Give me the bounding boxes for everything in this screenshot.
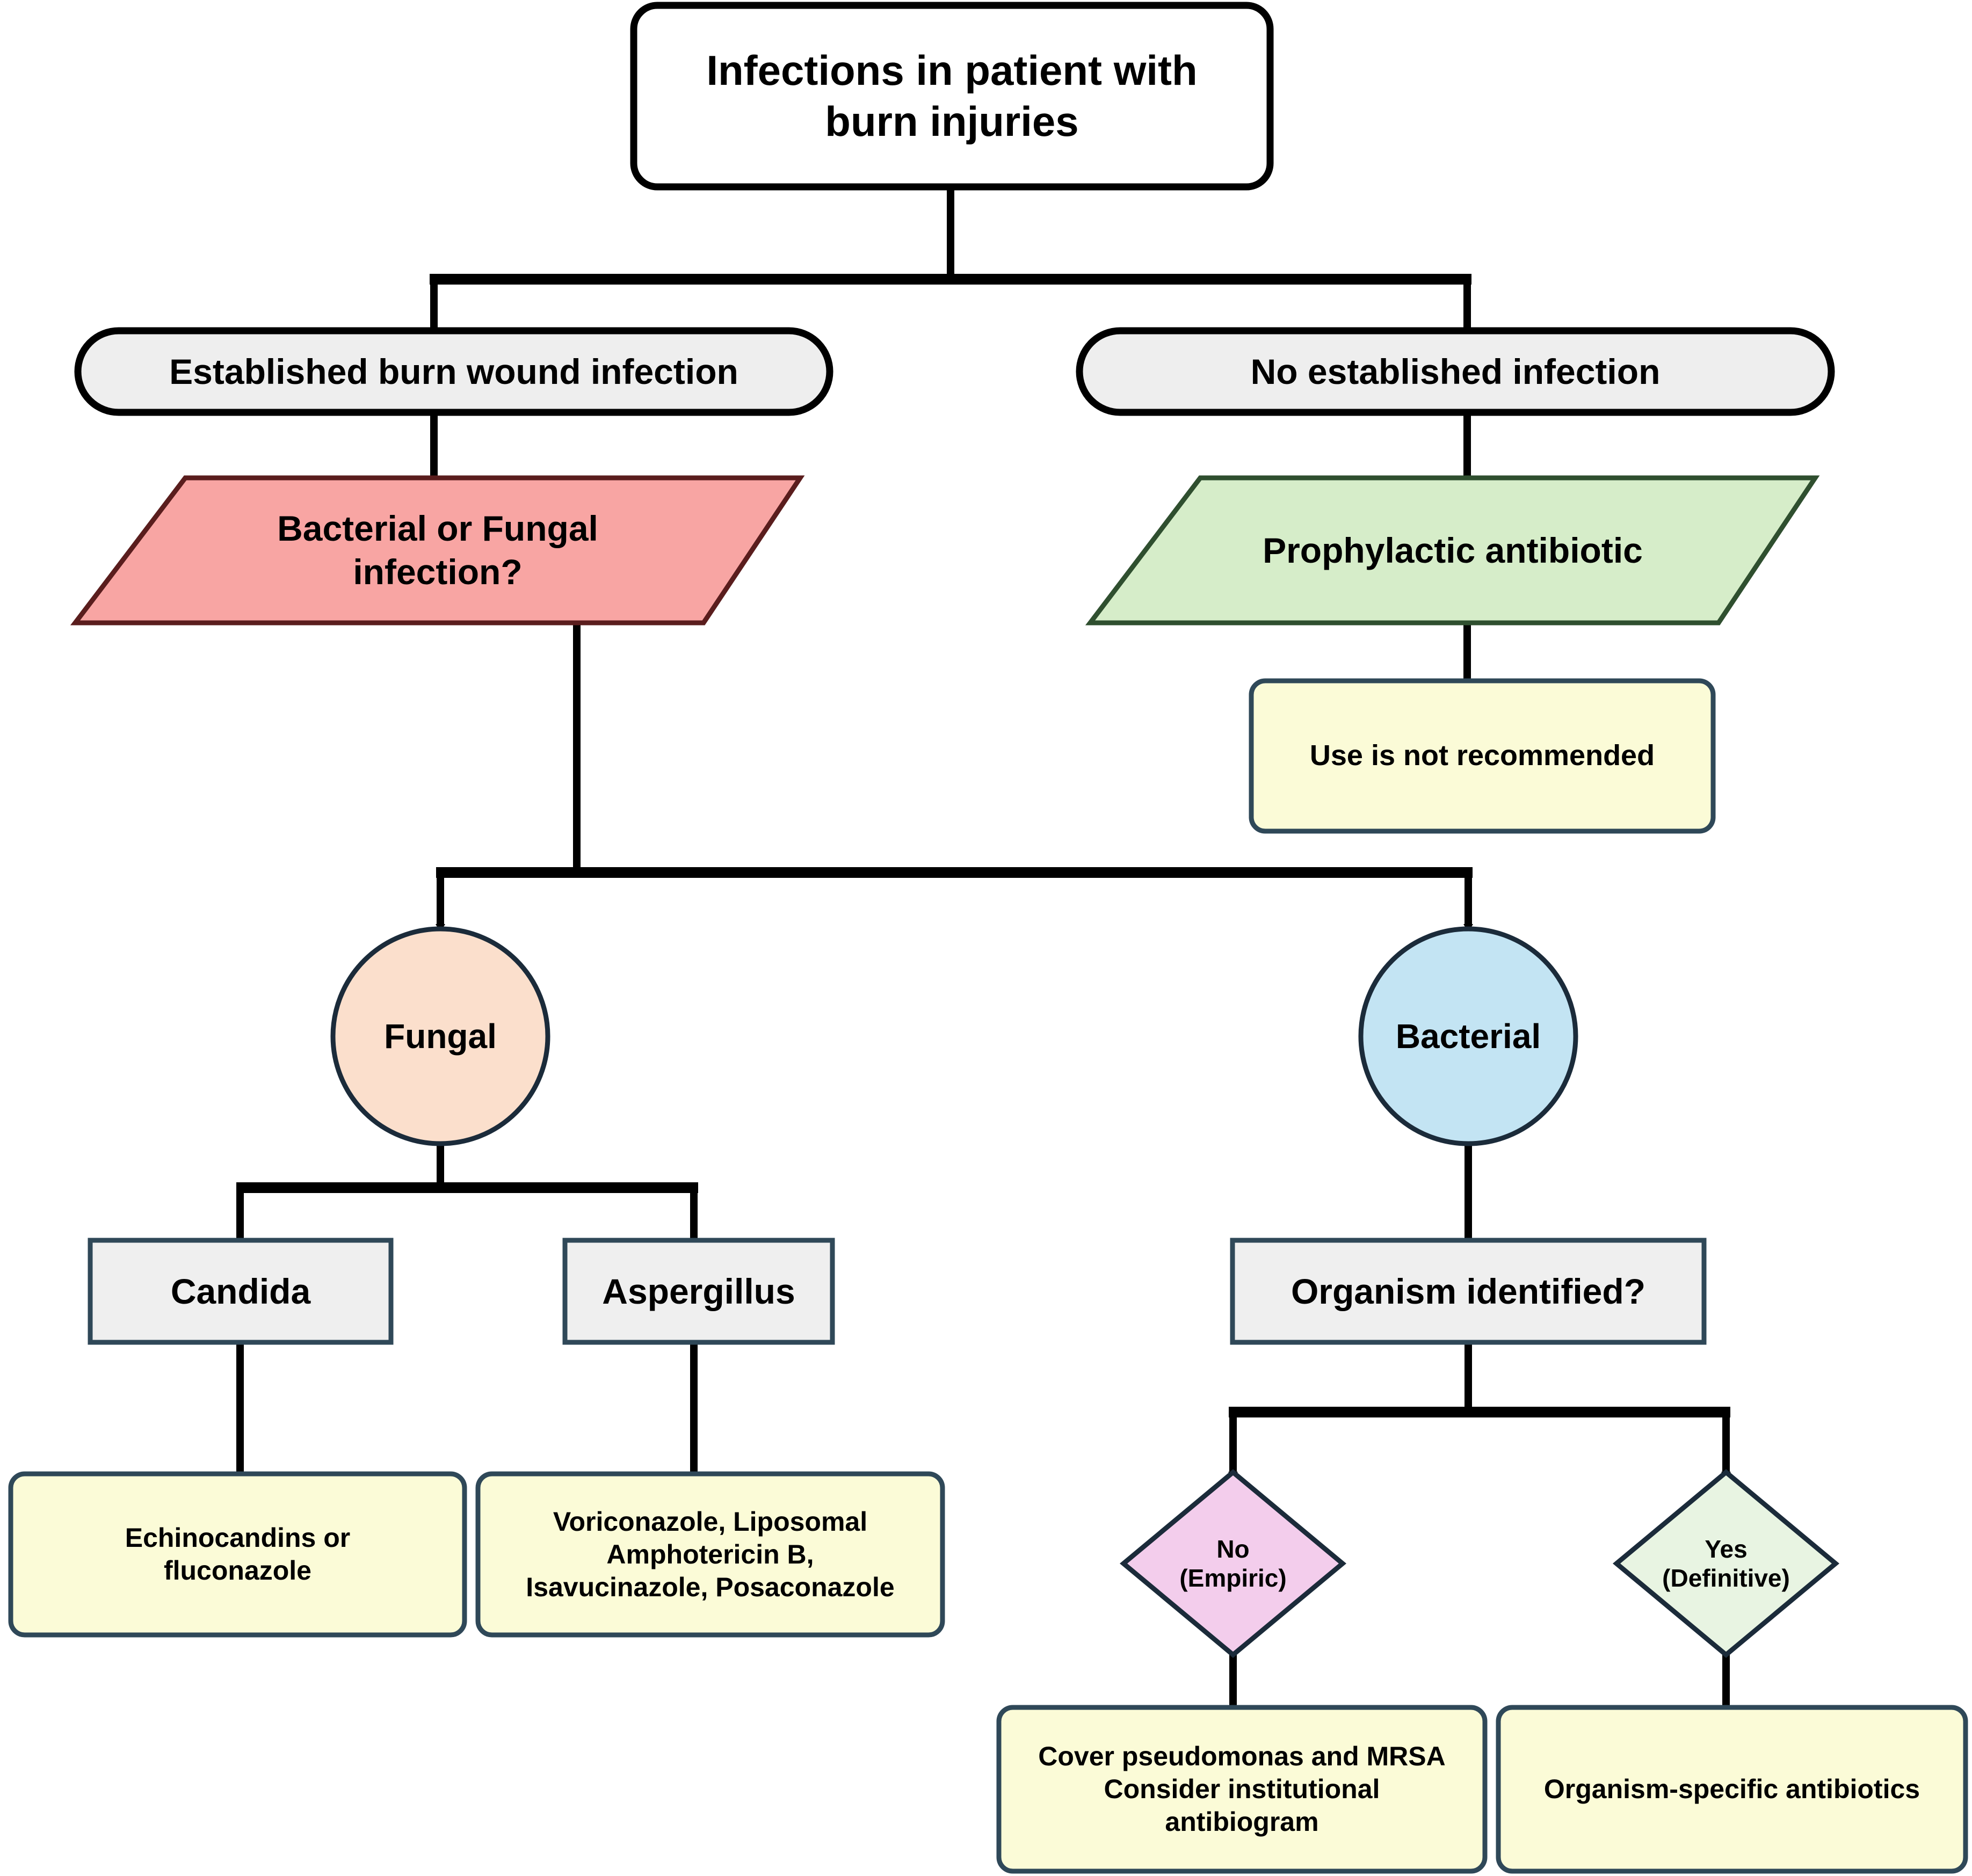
node-no-established-shape[interactable] (1076, 327, 1835, 416)
node-fungal-shape[interactable] (330, 926, 550, 1146)
node-yes-definitive-shape[interactable] (1612, 1469, 1840, 1658)
node-prophylactic-shape[interactable] (1085, 475, 1820, 626)
node-empiric-treatment-shape[interactable] (996, 1705, 1488, 1874)
node-bacterial-shape[interactable] (1358, 926, 1578, 1146)
node-definitive-treatment-shape[interactable] (1496, 1705, 1968, 1874)
node-established-shape[interactable] (74, 327, 833, 416)
node-root-shape[interactable] (630, 2, 1274, 191)
node-aspergillus-treatment-shape[interactable] (475, 1471, 945, 1638)
node-not-recommended-shape[interactable] (1249, 678, 1716, 834)
node-candida-treatment-shape[interactable] (8, 1471, 467, 1638)
node-no-empiric-shape[interactable] (1119, 1469, 1347, 1658)
node-bacterial-or-fungal-shape[interactable] (70, 475, 805, 626)
node-organism-identified-shape[interactable] (1230, 1238, 1707, 1345)
edge-group (235, 187, 1731, 1715)
node-aspergillus-shape[interactable] (562, 1238, 835, 1345)
node-candida-shape[interactable] (88, 1238, 394, 1345)
